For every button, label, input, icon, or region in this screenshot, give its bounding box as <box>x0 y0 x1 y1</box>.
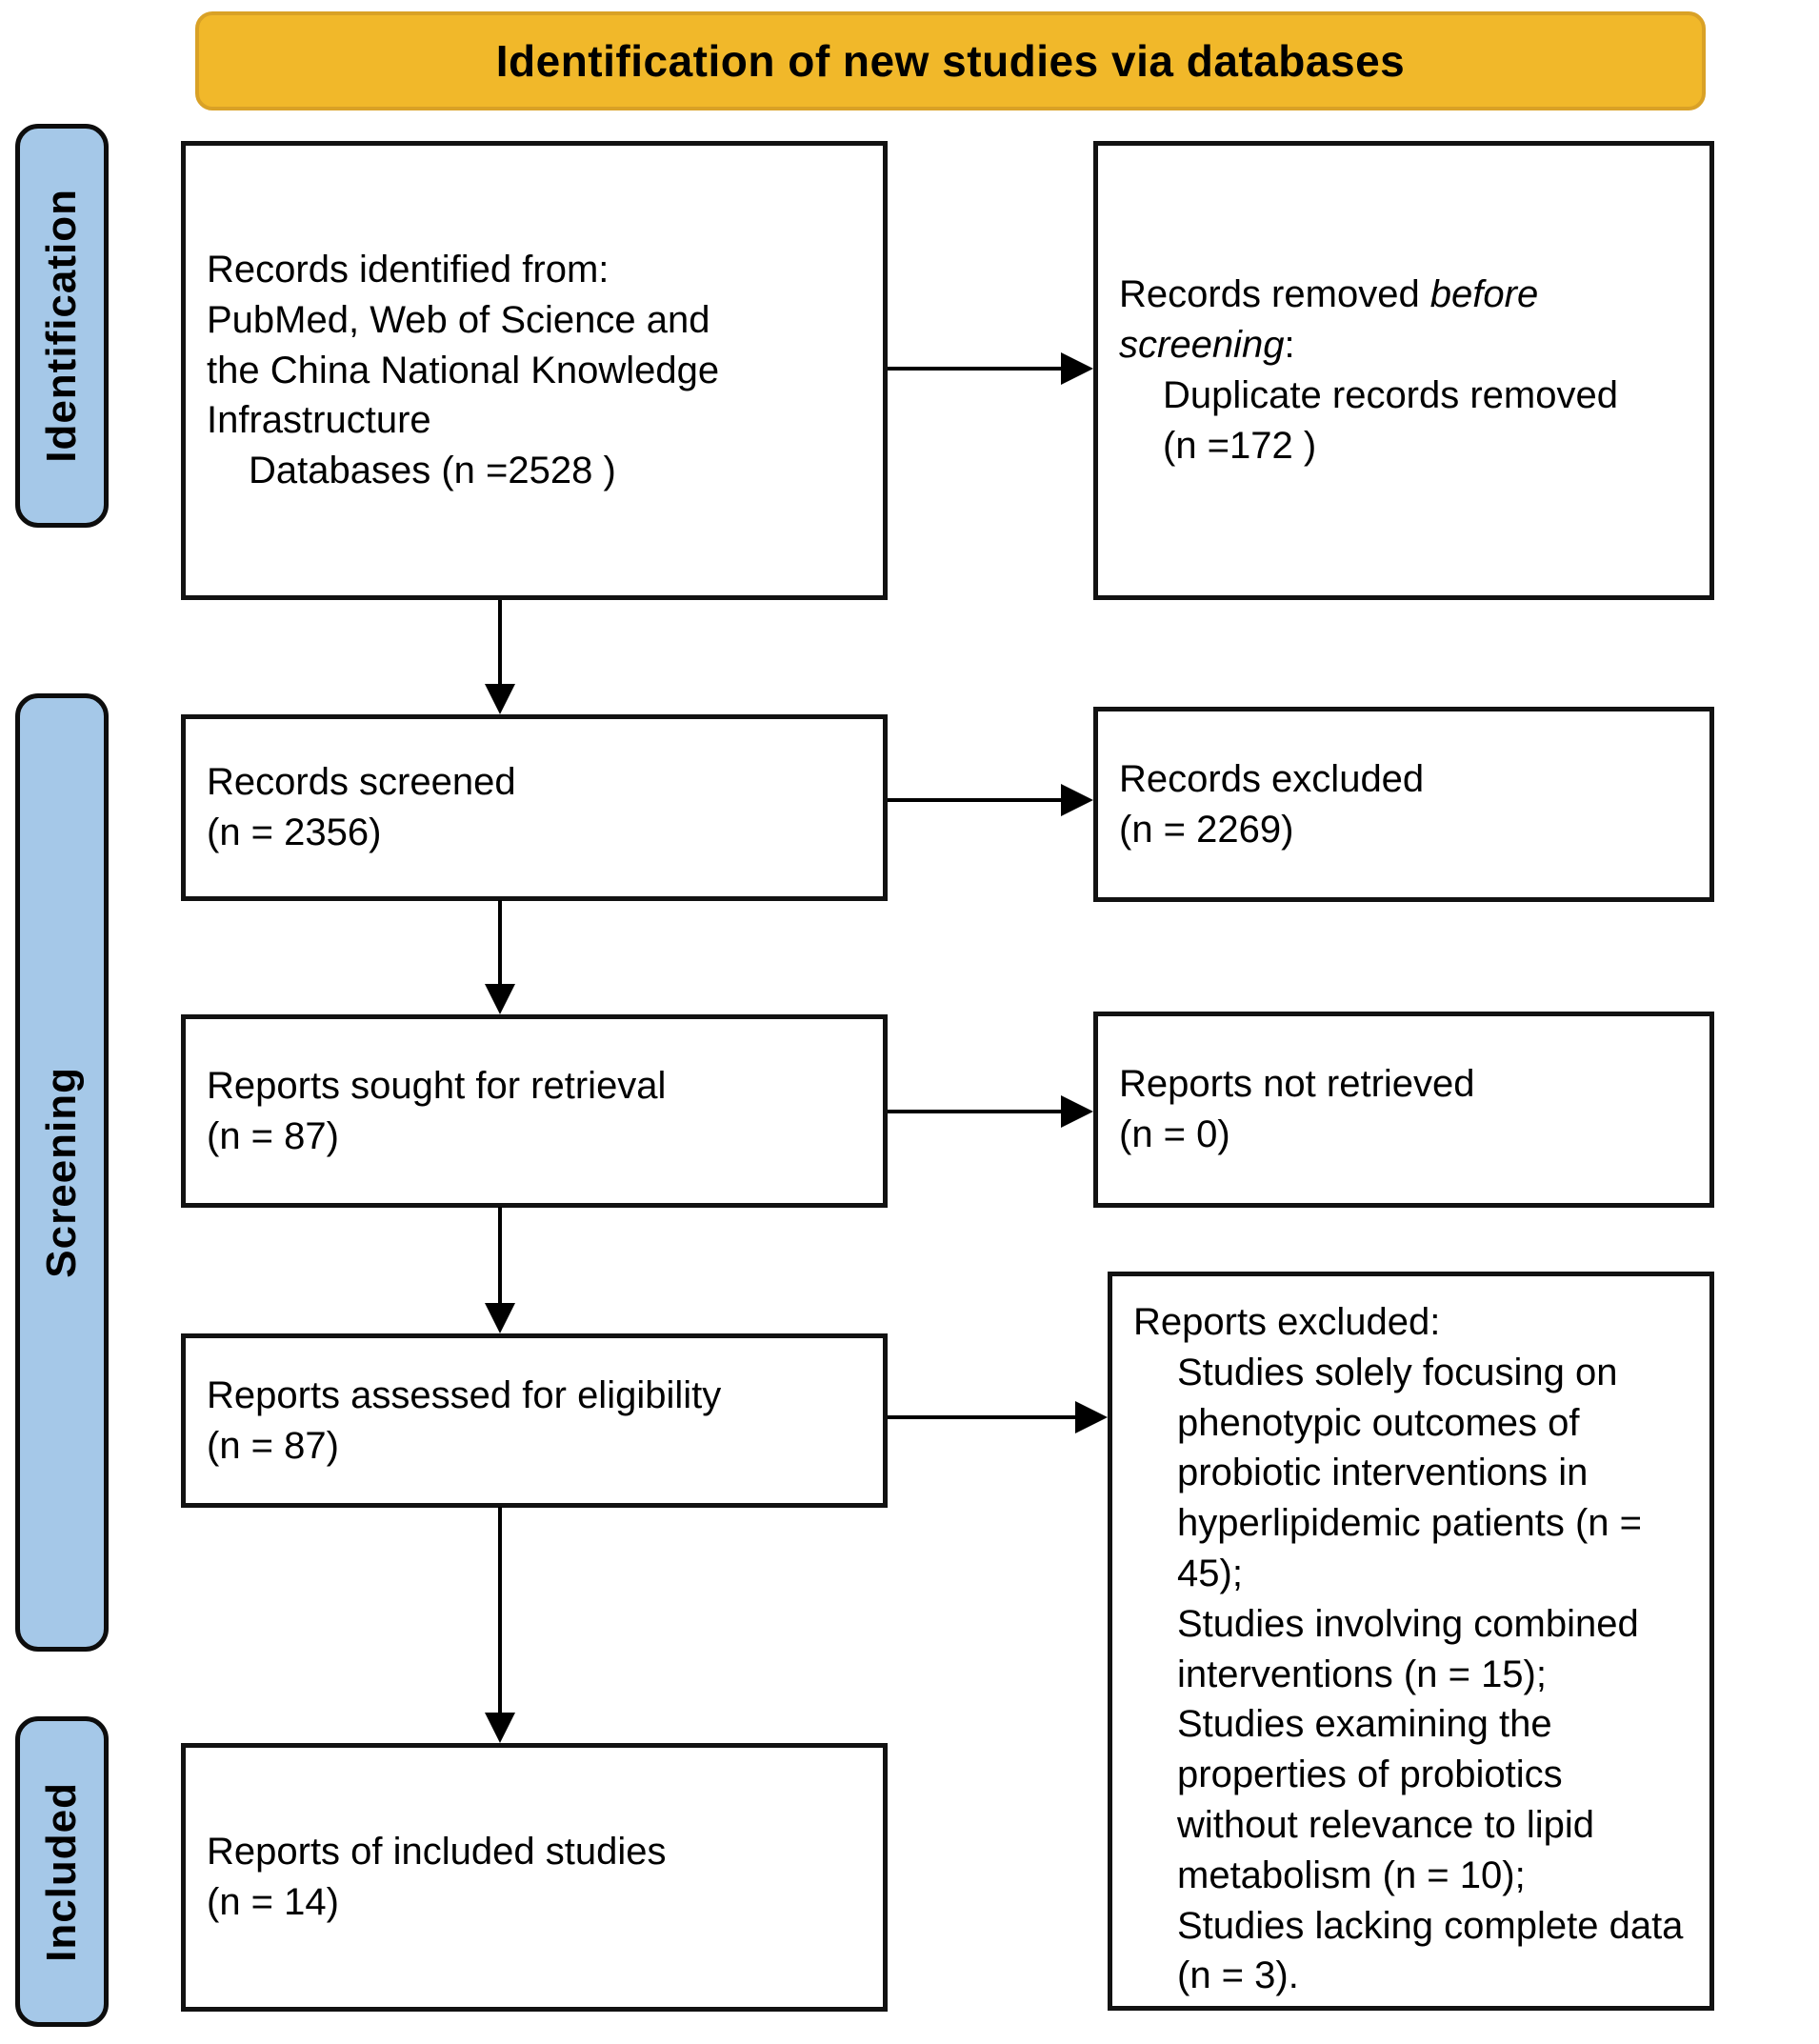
arrow-head-screened-to-sought <box>485 984 515 1014</box>
box-text-line: Reports of included studies <box>207 1831 667 1874</box>
stage-label-text: Included <box>38 1781 85 1962</box>
exclusion-reason: Studies involving combined interventions… <box>1177 1602 1639 1695</box>
box-text-line: Reports excluded: <box>1133 1301 1441 1343</box>
arrow-line-assessed-to-included <box>498 1507 502 1714</box>
text-normal: : <box>1284 324 1295 367</box>
arrow-head-sought-to-assessed <box>485 1303 515 1333</box>
box-text-line: Reports sought for retrieval <box>207 1064 667 1107</box>
diagram-title: Identification of new studies via databa… <box>495 36 1406 86</box>
box-text-count: (n =172 ) <box>1163 424 1317 467</box>
box-text-count: (n = 2356) <box>207 812 382 853</box>
exclusion-reason: Studies solely focusing on phenotypic ou… <box>1177 1351 1643 1594</box>
arrow-line-identified-to-screened <box>498 600 502 686</box>
box-text-count: (n = 87) <box>207 1114 339 1157</box>
box-records-screened: Records screened (n = 2356) <box>181 714 888 901</box>
arrow-line-sought-to-assessed <box>498 1207 502 1305</box>
box-records-excluded: Records excluded (n = 2269) <box>1093 707 1714 902</box>
stage-label-text: Identification <box>38 189 85 463</box>
arrow-head-identified-to-screened <box>485 684 515 714</box>
exclusion-reason: Studies examining the properties of prob… <box>1177 1703 1595 1896</box>
stage-label-included: Included <box>15 1716 109 2027</box>
box-reports-assessed: Reports assessed for eligibility (n = 87… <box>181 1333 888 1508</box>
box-text-line: the China National Knowledge <box>207 349 720 391</box>
arrow-head-assessed-to-excluded <box>1075 1401 1108 1433</box>
box-text-line: Records screened <box>207 761 516 804</box>
box-text-count: Databases (n =2528 ) <box>249 450 616 492</box>
box-reports-excluded: Reports excluded: Studies solely focusin… <box>1108 1272 1714 2011</box>
box-text-count: (n = 87) <box>207 1424 339 1467</box>
arrow-head-sought-to-not-retrieved <box>1061 1095 1093 1128</box>
arrow-line-identified-to-removed <box>888 367 1063 371</box>
text-italic: screening <box>1119 324 1285 367</box>
box-records-identified: Records identified from: PubMed, Web of … <box>181 141 888 600</box>
stage-label-identification: Identification <box>15 124 109 528</box>
title-banner: Identification of new studies via databa… <box>195 11 1706 110</box>
box-text-line: Records removed before <box>1119 270 1685 320</box>
text-normal: Records removed <box>1119 273 1430 316</box>
box-text-line: Infrastructure <box>207 399 431 442</box>
box-text-line: Records identified from: <box>207 249 610 291</box>
stage-label-text: Screening <box>38 1067 85 1278</box>
box-reports-sought: Reports sought for retrieval (n = 87) <box>181 1014 888 1208</box>
arrow-line-screened-to-excluded <box>888 798 1063 802</box>
exclusion-reason: Studies lacking complete data (n = 3). <box>1177 1904 1684 1997</box>
box-reports-included: Reports of included studies (n = 14) <box>181 1743 888 2012</box>
box-text-count: (n = 2269) <box>1119 808 1294 851</box>
box-text-line: Duplicate records removed <box>1163 374 1618 416</box>
box-text-line: screening: <box>1119 320 1685 371</box>
box-text-count: (n = 0) <box>1119 1113 1230 1155</box>
arrow-head-screened-to-excluded <box>1061 784 1093 816</box>
stage-label-screening: Screening <box>15 693 109 1652</box>
box-text-count: (n = 14) <box>207 1881 339 1923</box>
box-text-line: Reports assessed for eligibility <box>207 1373 722 1416</box>
arrow-head-assessed-to-included <box>485 1713 515 1743</box>
box-reports-not-retrieved: Reports not retrieved (n = 0) <box>1093 1012 1714 1208</box>
arrow-line-assessed-to-excluded <box>888 1415 1077 1419</box>
box-records-removed: Records removed before screening: Duplic… <box>1093 141 1714 600</box>
box-text-line: PubMed, Web of Science and <box>207 298 710 341</box>
arrow-line-sought-to-not-retrieved <box>888 1110 1063 1113</box>
text-italic: before <box>1429 273 1539 316</box>
box-text-line: Reports not retrieved <box>1119 1063 1475 1106</box>
arrow-line-screened-to-sought <box>498 900 502 986</box>
box-text-line: Records excluded <box>1119 757 1425 800</box>
arrow-head-identified-to-removed <box>1061 352 1093 385</box>
